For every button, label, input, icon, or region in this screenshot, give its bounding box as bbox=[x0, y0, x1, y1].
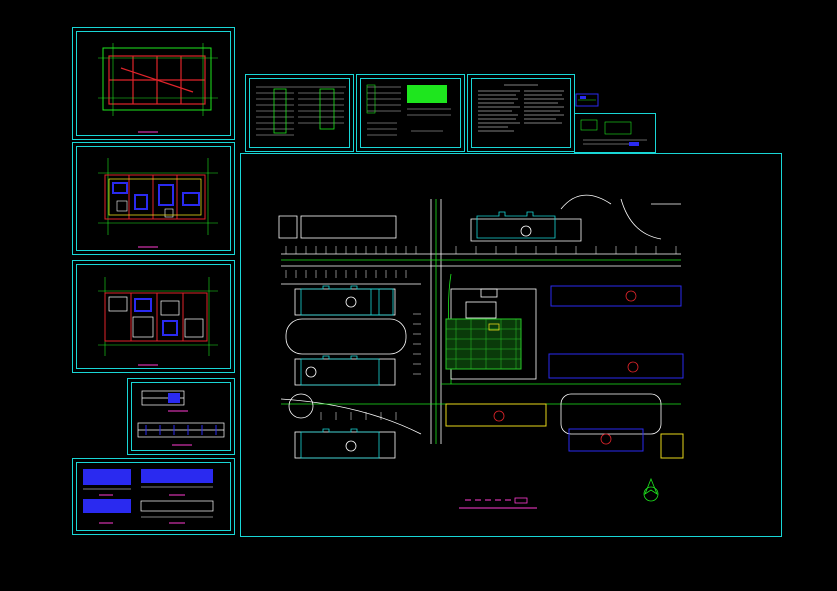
sheet-small-detail[interactable] bbox=[574, 113, 656, 153]
floor-plan-2-drawing bbox=[98, 158, 218, 248]
sheet-thumb-blue[interactable] bbox=[574, 92, 600, 108]
sheet-elevation-section[interactable] bbox=[127, 378, 235, 455]
floor-plan-1-drawing bbox=[98, 43, 218, 133]
elevation-drawing bbox=[137, 390, 225, 446]
schedule-1-table bbox=[256, 86, 346, 136]
detail-blue-drawing bbox=[83, 469, 214, 524]
sheet-schedule-1[interactable] bbox=[245, 74, 354, 152]
small-detail-drawing bbox=[580, 119, 647, 146]
floor-plan-3-drawing bbox=[98, 277, 218, 366]
sheet-schedule-2[interactable] bbox=[356, 74, 465, 152]
thumb-blue-drawing bbox=[575, 93, 599, 107]
sheet-floor-plan-2[interactable] bbox=[72, 142, 235, 255]
site-plan-drawing bbox=[278, 194, 684, 509]
compass-icon bbox=[643, 477, 659, 502]
sheet-detail-blue[interactable] bbox=[72, 458, 235, 535]
sheet-notes[interactable] bbox=[467, 74, 575, 152]
sheet-floor-plan-3[interactable] bbox=[72, 260, 235, 373]
sheet-floor-plan-1[interactable] bbox=[72, 27, 235, 140]
notes-text bbox=[478, 84, 564, 132]
sheet-site-plan[interactable] bbox=[240, 153, 782, 537]
schedule-2-table bbox=[366, 84, 451, 136]
